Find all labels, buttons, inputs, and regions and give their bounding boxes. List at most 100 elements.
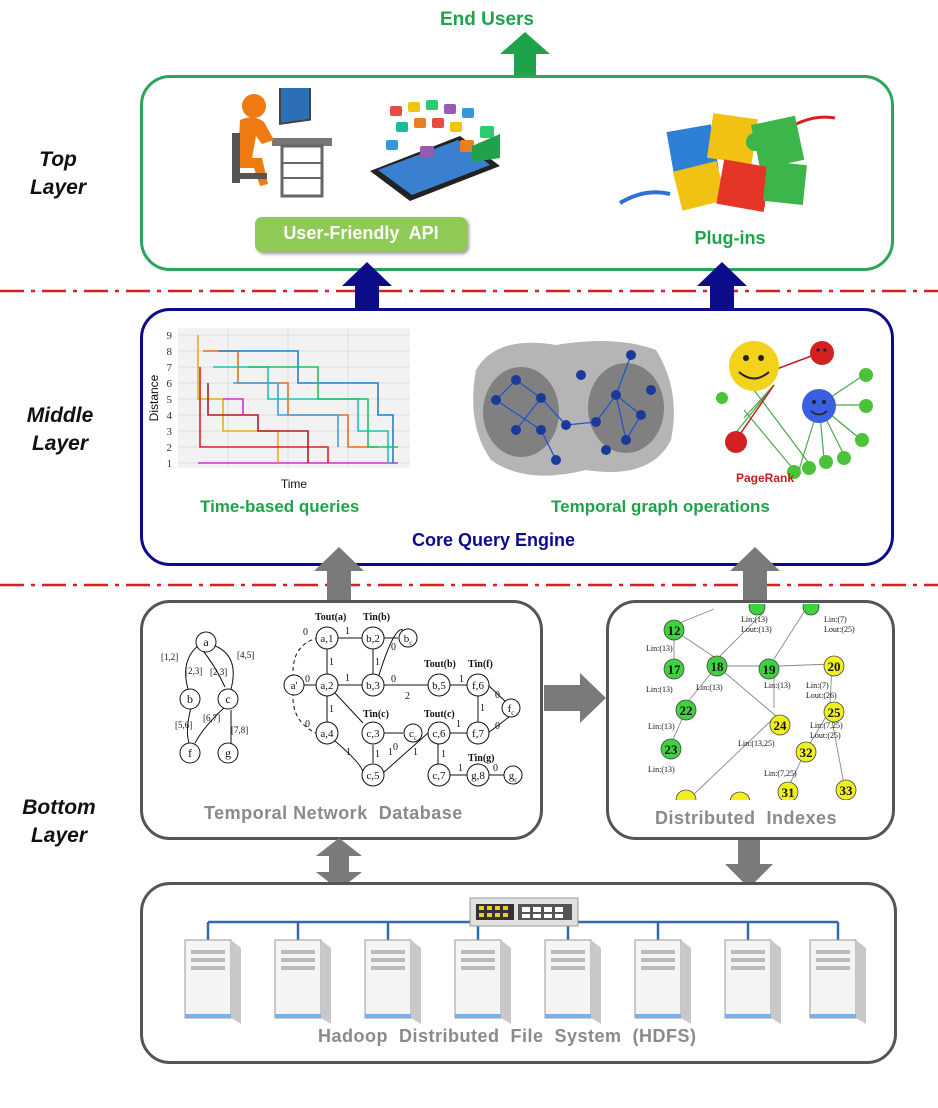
svg-text:c,7: c,7 — [432, 770, 446, 782]
svg-text:0: 0 — [305, 674, 310, 685]
distributed-indexes-label: Distributed Indexes — [655, 808, 838, 828]
svg-text:Lout:(13): Lout:(13) — [741, 625, 772, 634]
svg-text:[2,3]: [2,3] — [185, 666, 202, 676]
svg-text:Lin:(7): Lin:(7) — [806, 681, 829, 690]
svg-text:a,4: a,4 — [320, 728, 334, 740]
svg-text:1: 1 — [413, 747, 418, 758]
svg-text:Tout(a): Tout(a) — [315, 612, 346, 623]
hdfs-label: Hadoop Distributed File System (HDFS) — [318, 1026, 697, 1046]
svg-text:g,8: g,8 — [471, 770, 485, 782]
svg-text:20: 20 — [828, 659, 841, 674]
svg-text:9: 9 — [167, 330, 173, 342]
svg-text:Lout:(25): Lout:(25) — [824, 625, 855, 634]
svg-text:0: 0 — [391, 642, 396, 653]
svg-text:1: 1 — [441, 749, 446, 760]
svg-text:Lin:(13): Lin:(13) — [696, 683, 723, 692]
grey-bidirectional-arrow — [316, 838, 362, 890]
svg-text:c,3: c,3 — [366, 728, 380, 740]
svg-text:1: 1 — [346, 747, 351, 758]
svg-text:c: c — [225, 692, 230, 706]
svg-text:1: 1 — [480, 703, 485, 714]
svg-text:12: 12 — [668, 623, 681, 638]
svg-text:24: 24 — [774, 718, 788, 733]
svg-text:1: 1 — [167, 458, 173, 470]
svg-text:Tout(c): Tout(c) — [424, 709, 455, 720]
svg-text:cc: cc — [409, 728, 417, 742]
svg-text:Lin:(13): Lin:(13) — [741, 615, 768, 624]
svg-text:1: 1 — [345, 626, 350, 637]
puzzle-plugins-icon — [618, 113, 836, 212]
grey-down-arrow — [725, 840, 773, 888]
svg-text:f,7: f,7 — [472, 728, 484, 740]
svg-text:Lin:(7): Lin:(7) — [824, 615, 847, 624]
svg-text:[2,3]: [2,3] — [210, 667, 227, 677]
svg-text:bc: bc — [404, 633, 413, 647]
svg-text:Lin:(13): Lin:(13) — [764, 681, 791, 690]
svg-text:5: 5 — [167, 394, 173, 406]
svg-text:0: 0 — [391, 674, 396, 685]
chart-ylabel: Distance — [148, 374, 161, 421]
svg-text:Lin:(13): Lin:(13) — [648, 722, 675, 731]
svg-text:0: 0 — [495, 721, 500, 732]
svg-text:[6,7]: [6,7] — [203, 713, 220, 723]
svg-text:0: 0 — [303, 627, 308, 638]
time-based-queries-label: Time-based queries — [200, 497, 360, 516]
svg-text:Tin(c): Tin(c) — [363, 709, 389, 720]
svg-text:17: 17 — [668, 662, 682, 677]
user-friendly-api-text: User-Friendly API — [283, 223, 439, 243]
svg-text:Tin(b): Tin(b) — [363, 612, 390, 623]
grey-up-arrow-left — [314, 547, 364, 603]
svg-text:[5,6]: [5,6] — [175, 720, 192, 730]
svg-text:1: 1 — [329, 704, 334, 715]
svg-text:1: 1 — [329, 657, 334, 668]
svg-text:Lin:(7,25): Lin:(7,25) — [764, 769, 797, 778]
pagerank-image: PageRank — [716, 341, 873, 485]
svg-text:6: 6 — [167, 378, 173, 390]
svg-text:[4,5]: [4,5] — [237, 650, 254, 660]
svg-text:Tin(g): Tin(g) — [468, 753, 495, 764]
svg-text:2: 2 — [405, 691, 410, 702]
svg-text:a,2: a,2 — [320, 680, 333, 692]
svg-text:Lin:(13): Lin:(13) — [646, 685, 673, 694]
svg-text:Lin:(13): Lin:(13) — [648, 765, 675, 774]
end-users-label: End Users — [440, 9, 534, 30]
svg-text:fc: fc — [508, 703, 515, 717]
svg-text:19: 19 — [763, 662, 777, 677]
up-arrow-icon — [500, 32, 550, 82]
svg-text:[7,8]: [7,8] — [231, 725, 248, 735]
svg-text:Lout:(26): Lout:(26) — [806, 691, 837, 700]
svg-text:Tout(b): Tout(b) — [424, 659, 456, 670]
svg-text:1: 1 — [458, 763, 463, 774]
core-query-engine-label: Core Query Engine — [412, 530, 576, 550]
svg-text:b,3: b,3 — [366, 680, 380, 692]
svg-text:b,2: b,2 — [366, 633, 380, 645]
svg-text:a,1: a,1 — [320, 633, 333, 645]
svg-text:Lin:(13): Lin:(13) — [646, 644, 673, 653]
svg-text:1: 1 — [456, 719, 461, 730]
svg-text:g: g — [225, 746, 231, 760]
navy-up-arrow-left — [342, 262, 392, 318]
svg-text:Lin:(13,25): Lin:(13,25) — [738, 739, 775, 748]
svg-text:0: 0 — [305, 719, 310, 730]
svg-text:[1,2]: [1,2] — [161, 652, 178, 662]
separator-line-1 — [0, 289, 938, 293]
svg-text:a: a — [203, 635, 209, 649]
svg-text:Tin(f): Tin(f) — [468, 659, 493, 670]
svg-text:8: 8 — [167, 346, 173, 358]
svg-text:Lout:(25): Lout:(25) — [810, 731, 841, 740]
svg-text:1: 1 — [388, 747, 393, 758]
svg-text:33: 33 — [840, 783, 854, 798]
svg-text:23: 23 — [665, 742, 679, 757]
svg-text:1: 1 — [375, 657, 380, 668]
svg-text:c,6: c,6 — [432, 728, 446, 740]
svg-text:1: 1 — [345, 673, 350, 684]
distributed-indexes-panel — [606, 600, 895, 840]
temporal-graph-operations-label: Temporal graph operations — [551, 497, 770, 516]
grey-right-arrow — [544, 673, 606, 723]
svg-text:18: 18 — [711, 659, 725, 674]
